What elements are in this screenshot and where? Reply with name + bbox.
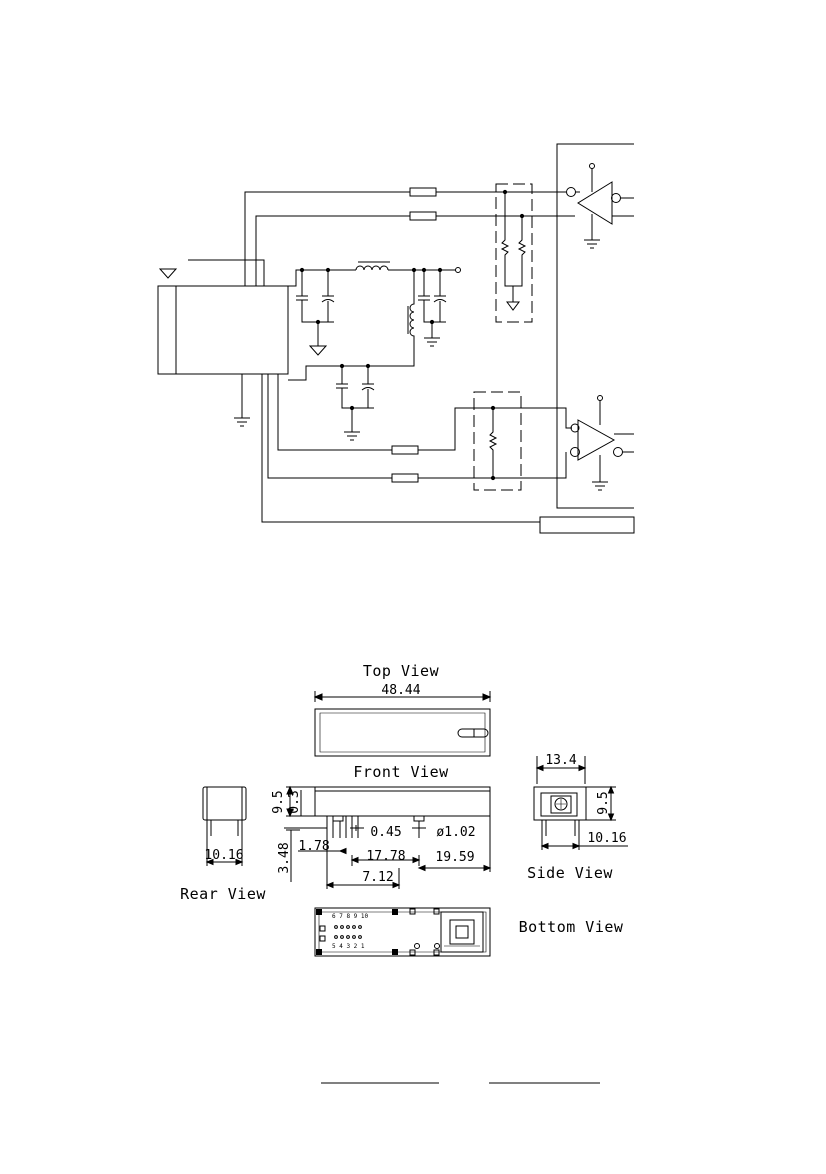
rear-view-label: Rear View — [180, 885, 266, 903]
bottom-view: 6 7 8 9 10 5 4 3 2 1 Bottom View — [314, 907, 624, 957]
signal-detect-line — [261, 374, 635, 534]
dim-height: 9.5 — [271, 790, 286, 813]
schematic-diagram — [157, 143, 635, 534]
power-filter-network — [288, 261, 461, 441]
dim-height-offset: 0.3 — [287, 790, 302, 813]
bottom-view-label: Bottom View — [519, 918, 624, 936]
side-view: 13.4 9.5 10.16 Side View — [527, 753, 628, 882]
host-board-outline — [556, 143, 634, 509]
mechanical-drawing: Top View 48.44 Front View 9.5 0.3 3.48 — [180, 662, 628, 957]
resistor-r2 — [409, 211, 437, 221]
bottom-pin-row-bottom: 5 4 3 2 1 — [332, 943, 365, 950]
dim-pin-span: 17.78 — [366, 849, 405, 864]
dim-side-width: 13.4 — [545, 753, 576, 768]
ground-symbol-top-left — [158, 259, 265, 286]
transceiver-module-block — [157, 285, 289, 375]
rear-view: 10.16 Rear View — [180, 786, 266, 903]
termination-network-upper — [495, 183, 533, 323]
inductor-l1 — [355, 261, 390, 271]
data-line-1 — [244, 187, 566, 286]
module-ground — [234, 374, 250, 427]
output-line-2 — [267, 374, 567, 483]
lower-line-driver — [570, 395, 634, 491]
inductor-l2 — [288, 270, 415, 381]
output-line-1 — [277, 374, 572, 455]
termination-network-lower — [473, 391, 522, 491]
dim-hole-offset: 19.59 — [435, 850, 474, 865]
front-view-label: Front View — [353, 763, 449, 781]
dim-hole-diameter: ø1.02 — [436, 825, 475, 840]
bottom-pin-row-top: 6 7 8 9 10 — [332, 913, 369, 920]
upper-line-receiver — [566, 163, 634, 249]
top-view-label: Top View — [363, 662, 440, 680]
dim-pin-pitch: 1.78 — [298, 839, 329, 854]
dim-pin-offset: 7.12 — [362, 870, 393, 885]
dim-side-pin-span: 10.16 — [587, 831, 626, 846]
top-view: Top View 48.44 — [313, 662, 492, 757]
side-view-label: Side View — [527, 864, 613, 882]
dim-pin-width: 0.45 — [370, 825, 401, 840]
dim-pin-length: 3.48 — [277, 842, 292, 873]
dim-side-height: 9.5 — [596, 791, 611, 814]
resistor-r1 — [409, 187, 437, 197]
front-view: Front View 9.5 0.3 3.48 1.78 0.45 17.78 … — [271, 763, 492, 889]
dim-rear-width: 10.16 — [204, 848, 243, 863]
dim-overall-length: 48.44 — [381, 683, 420, 698]
signal-detect-block — [539, 516, 635, 534]
